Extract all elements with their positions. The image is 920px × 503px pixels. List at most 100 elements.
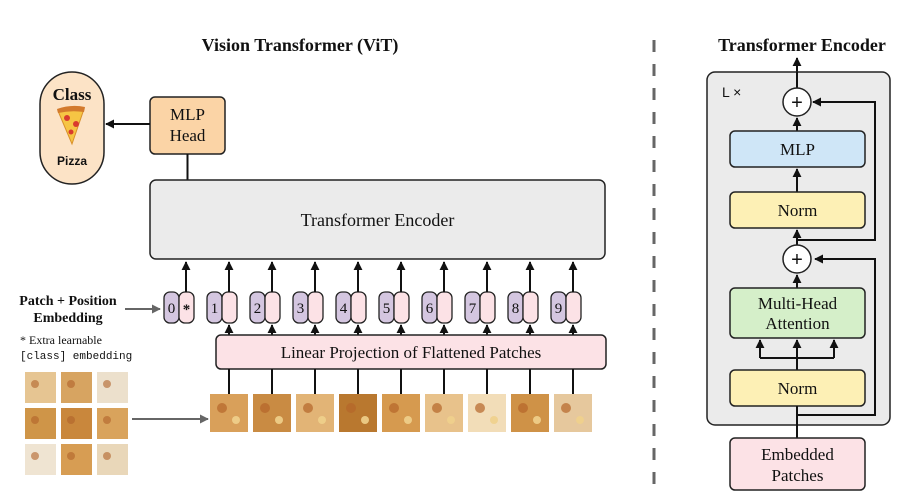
mlp-label: MLP <box>780 140 815 159</box>
plus-symbol-middle: + <box>791 249 803 271</box>
patch-embedding-2 <box>264 291 281 324</box>
token-7: 7 <box>464 291 496 324</box>
position-number-7: 7 <box>469 301 477 317</box>
class-token-marker: * <box>183 302 191 318</box>
transformer-encoder-label: Transformer Encoder <box>301 210 455 230</box>
grid-patch-4 <box>25 408 56 439</box>
token-8: 8 <box>507 291 539 324</box>
norm-bottom-label: Norm <box>778 379 818 398</box>
extra-note-line2: [class] embedding <box>20 351 132 363</box>
patch-position-label-line1: Patch + Position <box>19 294 117 309</box>
flattened-patch-row <box>210 369 592 432</box>
patch-cheese-2 <box>275 416 283 424</box>
patch-topping-7 <box>475 403 485 413</box>
patch-cheese-9 <box>576 416 584 424</box>
image-patch-4 <box>339 394 377 432</box>
grid-patch-7 <box>25 444 56 475</box>
embedded-patches-line1: Embedded <box>761 445 834 464</box>
patch-embedding-9 <box>565 291 582 324</box>
position-number-9: 9 <box>555 301 563 317</box>
attention-label-line2: Attention <box>765 314 830 333</box>
grid-patch-2 <box>61 372 92 403</box>
image-patch-1 <box>210 394 248 432</box>
patch-embedding-7 <box>479 291 496 324</box>
attention-block: Multi-Head Attention <box>729 287 866 339</box>
grid-patch-topping-3 <box>103 380 111 388</box>
encoder-title: Transformer Encoder <box>718 35 886 55</box>
patch-position-label-line2: Embedding <box>33 311 102 326</box>
attention-label-line1: Multi-Head <box>758 294 838 313</box>
grid-patch-1 <box>25 372 56 403</box>
image-patch-8 <box>511 394 549 432</box>
residual-add-top: + <box>782 87 812 117</box>
repeat-label: L × <box>722 84 741 100</box>
grid-patch-5 <box>61 408 92 439</box>
token-3: 3 <box>292 291 324 324</box>
grid-patch-topping-2 <box>67 380 75 388</box>
mlp-head-line2: Head <box>170 126 206 145</box>
embedded-patches-line2: Patches <box>772 466 824 485</box>
transformer-encoder-box: Transformer Encoder <box>149 179 606 260</box>
patch-embedding-4 <box>350 291 367 324</box>
image-patch-7 <box>468 394 506 432</box>
patch-topping-2 <box>260 403 270 413</box>
embedded-patches-box: Embedded Patches <box>729 437 866 491</box>
position-number-0: 0 <box>168 301 176 317</box>
grid-patch-topping-9 <box>103 452 111 460</box>
grid-patch-6 <box>97 408 128 439</box>
linear-projection-box: Linear Projection of Flattened Patches <box>215 334 607 370</box>
position-number-3: 3 <box>297 301 305 317</box>
extra-note-line1: * Extra learnable <box>20 333 102 347</box>
patch-embedding-5 <box>393 291 410 324</box>
image-patch-2 <box>253 394 291 432</box>
patch-embedding-1 <box>221 291 238 324</box>
patch-cheese-4 <box>361 416 369 424</box>
patch-embedding-8 <box>522 291 539 324</box>
grid-patch-9 <box>97 444 128 475</box>
skip-connection-bottom <box>797 254 876 416</box>
token-6: 6 <box>421 291 453 324</box>
patch-topping-9 <box>561 403 571 413</box>
patch-cheese-8 <box>533 416 541 424</box>
patch-cheese-6 <box>447 416 455 424</box>
linear-projection-label: Linear Projection of Flattened Patches <box>281 343 542 362</box>
mlp-head-line1: MLP <box>170 105 205 124</box>
residual-add-middle: + <box>782 244 812 274</box>
image-patch-3 <box>296 394 334 432</box>
image-patch-grid <box>25 372 128 475</box>
token-1: 1 <box>206 291 238 324</box>
patch-embedding-6 <box>436 291 453 324</box>
grid-patch-topping-6 <box>103 416 111 424</box>
token-9: 9 <box>550 291 582 324</box>
position-number-6: 6 <box>426 301 434 317</box>
position-number-1: 1 <box>211 301 219 317</box>
patch-topping-1 <box>217 403 227 413</box>
class-label: Pizza <box>57 154 87 168</box>
norm-top-label: Norm <box>778 201 818 220</box>
token-0: 0* <box>163 291 195 324</box>
grid-patch-topping-7 <box>31 452 39 460</box>
class-title: Class <box>53 85 92 104</box>
skip-connection-top <box>797 97 876 241</box>
mlp-head-box: MLP Head <box>149 96 226 155</box>
norm-bottom-block: Norm <box>729 369 866 407</box>
plus-symbol-top: + <box>791 92 803 114</box>
pizza-slice-icon <box>57 105 85 146</box>
image-patch-9 <box>554 394 592 432</box>
patch-cheese-7 <box>490 416 498 424</box>
grid-patch-topping-1 <box>31 380 39 388</box>
vit-title: Vision Transformer (ViT) <box>202 35 399 56</box>
patch-cheese-3 <box>318 416 326 424</box>
position-number-8: 8 <box>512 301 520 317</box>
image-patch-6 <box>425 394 463 432</box>
grid-patch-8 <box>61 444 92 475</box>
grid-patch-3 <box>97 372 128 403</box>
norm-top-block: Norm <box>729 191 866 229</box>
grid-patch-topping-8 <box>67 452 75 460</box>
mlp-block: MLP <box>729 130 866 168</box>
class-output-box: Class Pizza <box>39 71 105 185</box>
patch-topping-8 <box>518 403 528 413</box>
